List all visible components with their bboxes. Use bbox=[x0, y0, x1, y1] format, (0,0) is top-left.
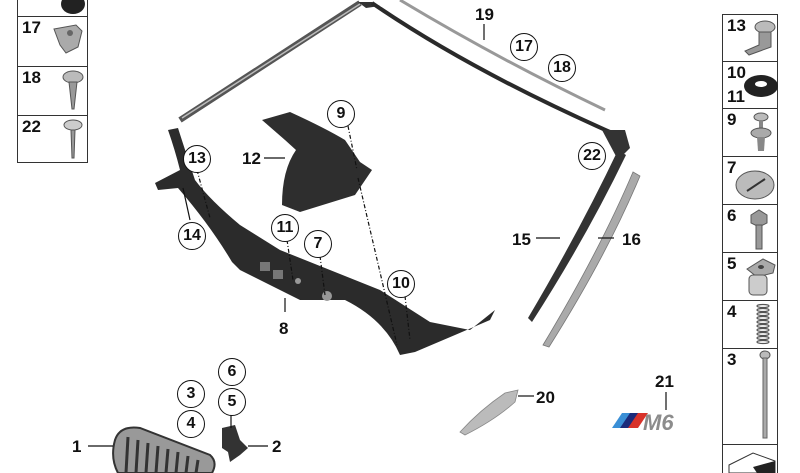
cowl-panel-8 bbox=[155, 128, 495, 355]
callout-circle-22: 22 bbox=[578, 142, 606, 170]
left-legend-box-17: 17 bbox=[17, 17, 88, 67]
callout-21: 21 bbox=[655, 372, 674, 391]
right-legend-box-4: 4 bbox=[722, 301, 778, 349]
torx-screw-icon bbox=[62, 70, 84, 110]
callout-19: 19 bbox=[475, 5, 494, 24]
callout-2: 2 bbox=[272, 437, 282, 456]
m6-badge-21: M6 bbox=[612, 410, 674, 435]
bracket-2 bbox=[222, 425, 248, 462]
right-legend-box-7: 7 bbox=[722, 157, 778, 205]
legend-number: 5 bbox=[727, 254, 737, 273]
callout-circle-17: 17 bbox=[510, 33, 538, 61]
legend-number: 9 bbox=[727, 110, 737, 129]
cap-plug-icon bbox=[735, 170, 775, 200]
right-legend-box-6: 6 bbox=[722, 205, 778, 253]
callout-circle-13: 13 bbox=[183, 145, 211, 173]
right-legend-box-13: 13 bbox=[722, 14, 778, 62]
legend-number: 10 bbox=[727, 63, 746, 82]
pin-screw-icon bbox=[63, 119, 83, 159]
legend-number-2: 11 bbox=[727, 87, 745, 106]
legend-number: 17 bbox=[22, 18, 41, 37]
right-legend-box-5: 5 bbox=[722, 253, 778, 301]
clip-nut-icon bbox=[53, 24, 83, 54]
right-legend-box-10-11: 10 11 bbox=[722, 62, 778, 109]
callout-circle-5: 5 bbox=[218, 388, 246, 416]
svg-text:M6: M6 bbox=[643, 410, 674, 435]
callout-circle-9: 9 bbox=[327, 100, 355, 128]
callout-circle-10: 10 bbox=[387, 270, 415, 298]
legend-number: 4 bbox=[727, 302, 737, 321]
callout-circle-6: 6 bbox=[218, 358, 246, 386]
callout-circle-4: 4 bbox=[177, 410, 205, 438]
a-pillar-trim-15 bbox=[528, 150, 626, 322]
right-legend-box-shim bbox=[722, 445, 778, 473]
callout-circle-7: 7 bbox=[304, 230, 332, 258]
legend-number: 7 bbox=[727, 158, 737, 177]
windshield-frame-19 bbox=[178, 0, 630, 160]
legend-number: 18 bbox=[22, 68, 41, 87]
callout-circle-14: 14 bbox=[178, 222, 206, 250]
push-rivet-icon bbox=[750, 112, 772, 151]
cover-12 bbox=[262, 112, 372, 212]
hex-bolt-icon bbox=[750, 209, 768, 250]
expanding-clip-icon bbox=[744, 20, 776, 56]
right-legend-box-3: 3 bbox=[722, 349, 778, 445]
legend-number: 13 bbox=[727, 16, 746, 35]
legend-number: 3 bbox=[727, 350, 737, 369]
left-legend-box-18: 18 bbox=[17, 67, 88, 116]
callout-circle-3: 3 bbox=[177, 380, 205, 408]
callout-12: 12 bbox=[242, 149, 261, 168]
side-marker-20 bbox=[459, 389, 519, 436]
callout-circle-18: 18 bbox=[548, 54, 576, 82]
callout-1: 1 bbox=[72, 437, 82, 456]
shim-plate-icon bbox=[728, 452, 776, 473]
callout-16: 16 bbox=[622, 230, 641, 249]
spring-icon bbox=[756, 303, 770, 345]
left-legend-box-22: 22 bbox=[17, 116, 88, 163]
long-bolt-icon bbox=[759, 350, 771, 439]
callout-15: 15 bbox=[512, 230, 531, 249]
kidney-grille-1 bbox=[112, 426, 216, 473]
right-legend-box-9: 9 bbox=[722, 109, 778, 157]
left-legend-box-0 bbox=[17, 0, 88, 17]
rubber-washer-icon bbox=[744, 75, 778, 97]
callout-8: 8 bbox=[279, 319, 289, 338]
a-pillar-trim-16 bbox=[542, 171, 641, 348]
legend-number: 6 bbox=[727, 206, 737, 225]
legend-number: 22 bbox=[22, 117, 41, 136]
bushing-bracket-icon bbox=[746, 258, 776, 296]
callout-circle-11: 11 bbox=[271, 214, 299, 242]
callout-20: 20 bbox=[536, 388, 555, 407]
